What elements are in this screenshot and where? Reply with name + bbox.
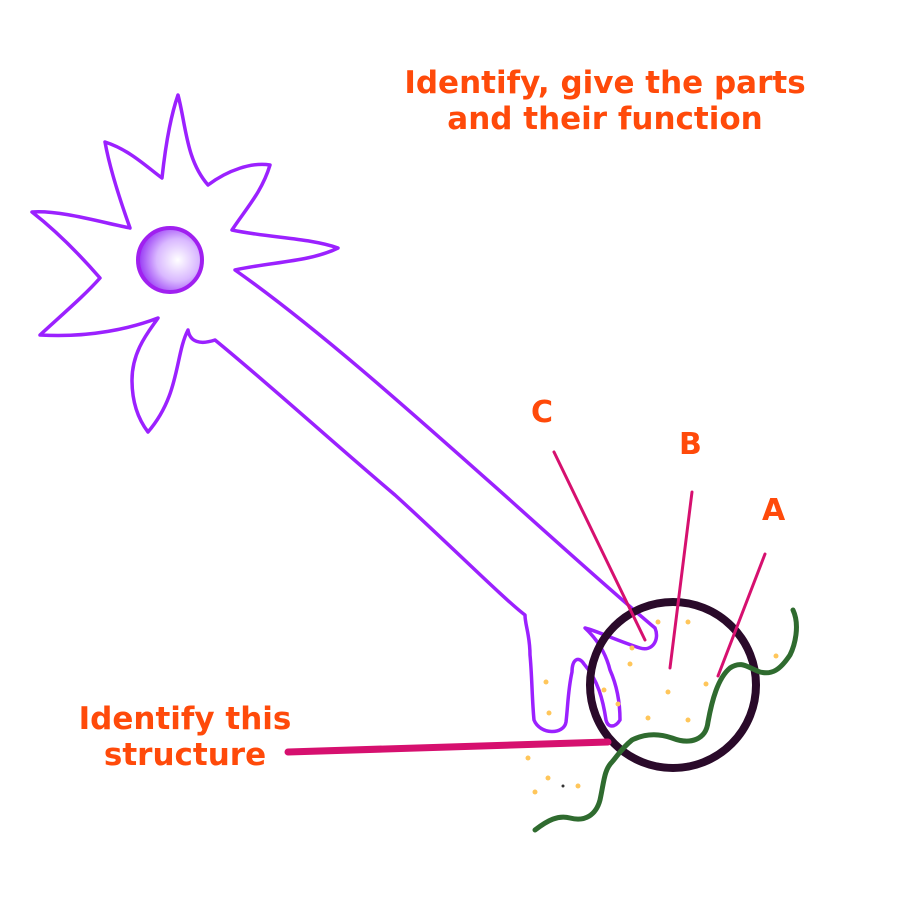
neurotransmitter-dots — [525, 619, 779, 795]
dark-speck — [561, 784, 565, 788]
dendrite — [532, 607, 799, 833]
pointer-line-structure — [284, 738, 612, 756]
pointer-line-b — [668, 490, 694, 670]
nucleus — [136, 226, 204, 294]
label-a: A — [762, 493, 786, 528]
synapse-circle — [586, 598, 760, 772]
label-b: B — [679, 427, 702, 462]
pointer-line-c — [552, 450, 647, 642]
pointer-line-a — [716, 552, 767, 678]
structure-question: Identify this structure — [78, 701, 292, 773]
neuron-outline — [30, 93, 659, 734]
instruction-text: Identify, give the parts and their funct… — [404, 65, 806, 137]
label-c: C — [531, 395, 554, 430]
